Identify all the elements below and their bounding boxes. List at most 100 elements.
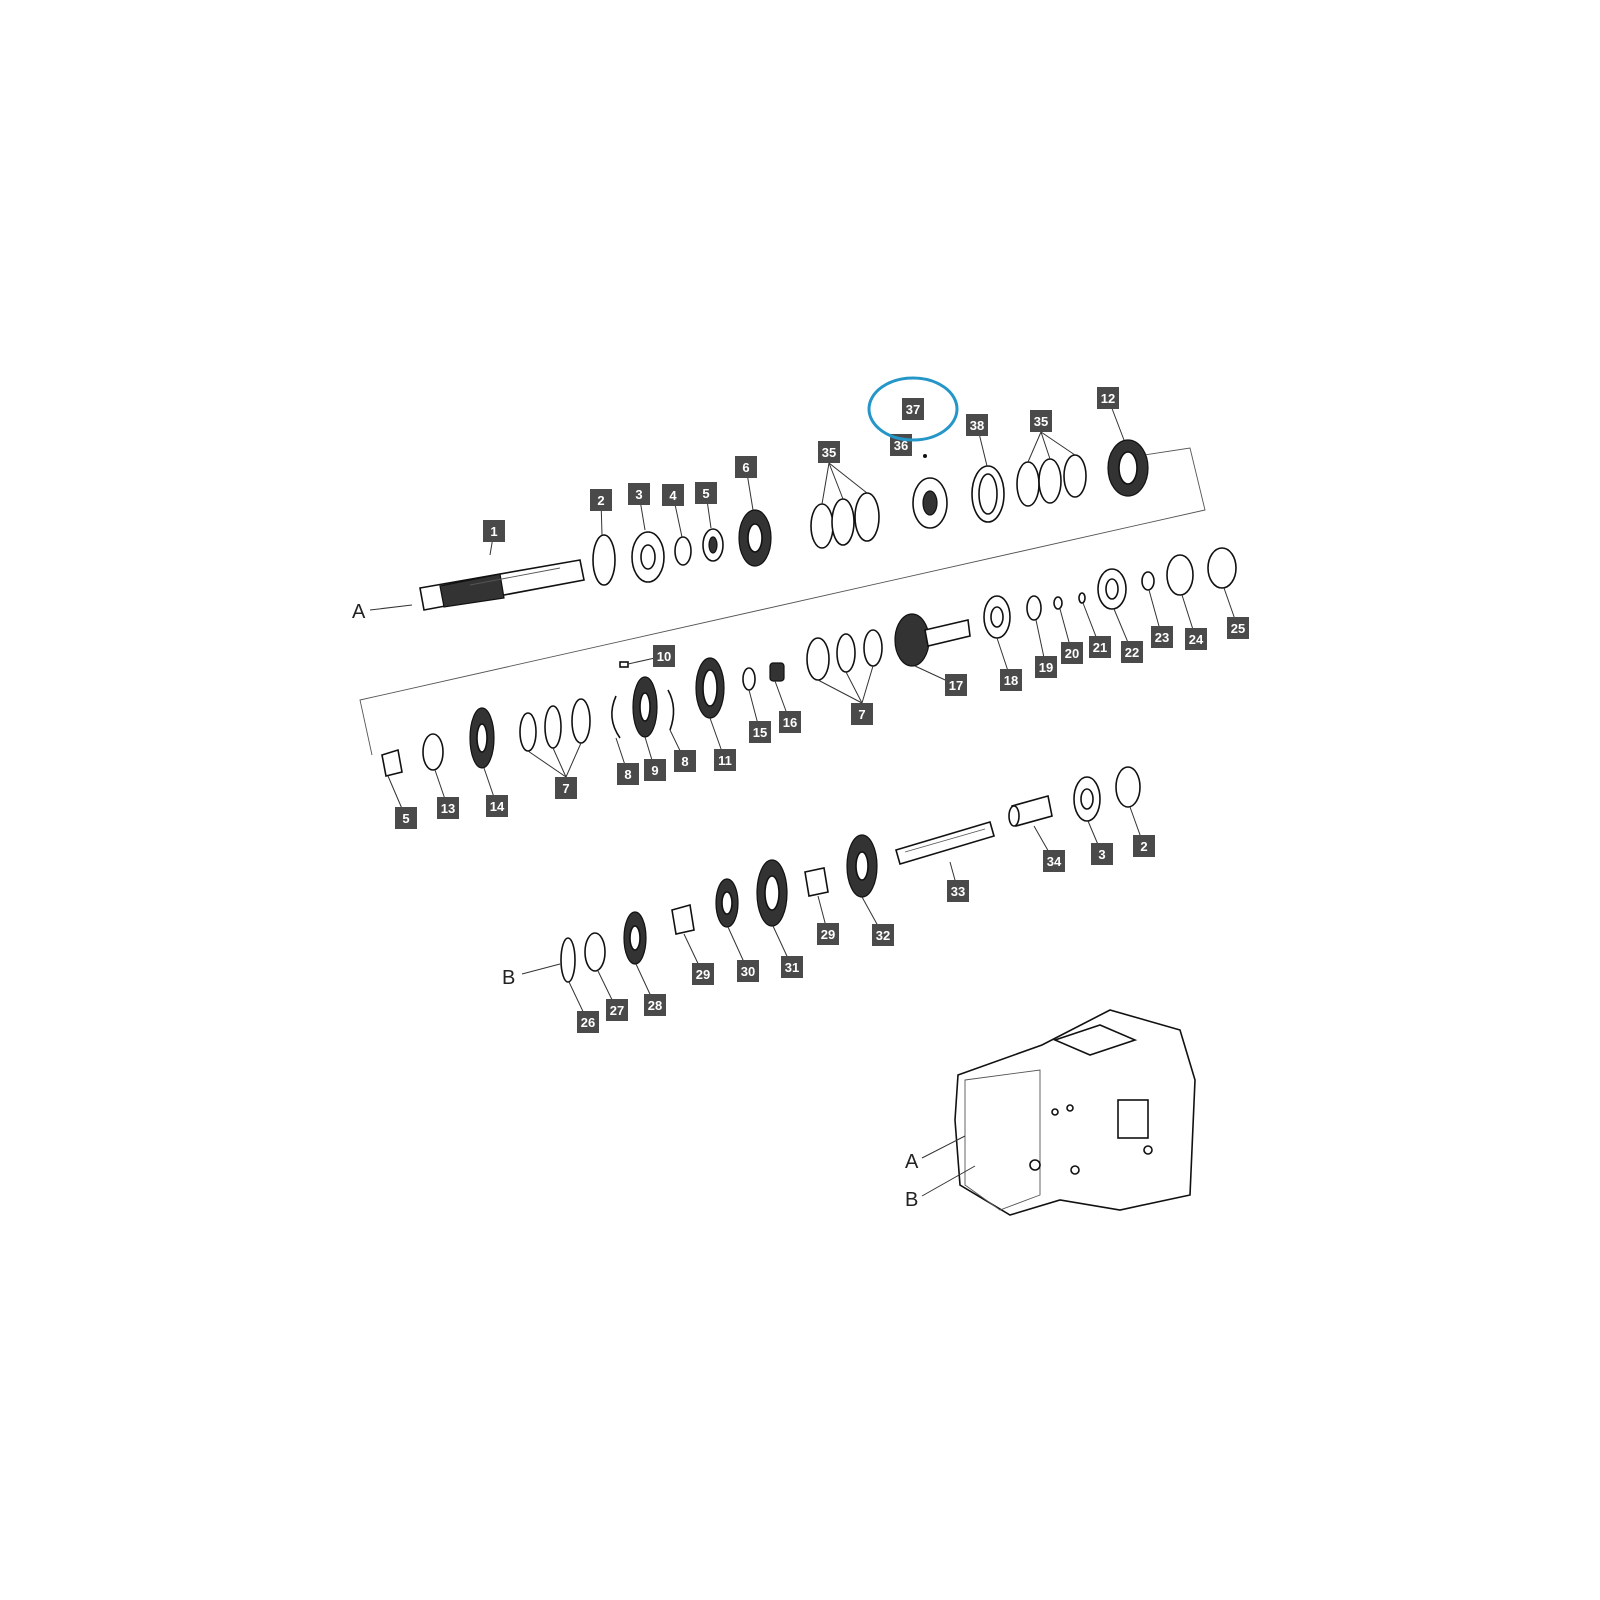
part-ring-26 <box>521 937 576 983</box>
callout-leader <box>828 462 844 500</box>
part-snap-ring-8a <box>611 695 621 739</box>
callout-label: 3 <box>628 483 650 505</box>
callout-label: 27 <box>606 999 628 1021</box>
callout-box <box>902 398 924 420</box>
part-bearing-18 <box>983 595 1011 639</box>
part-gear-31 <box>756 859 788 927</box>
callout-box <box>692 963 714 985</box>
callout-number: 12 <box>1101 391 1115 406</box>
callout-number: 34 <box>1047 854 1062 869</box>
callout-box <box>1030 410 1052 432</box>
callout-box <box>644 759 666 781</box>
part-synchro-rings-2 <box>1016 454 1087 507</box>
ref-letter-a-housing: A <box>905 1151 919 1173</box>
highlight-ring <box>867 376 959 442</box>
gearbox-housing <box>921 1009 1196 1216</box>
callout-label: 32 <box>872 924 894 946</box>
callout-leader <box>1027 431 1042 463</box>
part-snap-ring <box>592 534 616 586</box>
callout-leader <box>1040 431 1051 460</box>
callout-box <box>590 489 612 511</box>
part-gear-32 <box>846 834 878 898</box>
callout-number: 35 <box>1034 414 1048 429</box>
callout-box <box>1000 669 1022 691</box>
callout-number: 35 <box>822 445 836 460</box>
callout-label: 17 <box>945 674 967 696</box>
callout-box <box>749 721 771 743</box>
callout-label: 7 <box>851 703 873 725</box>
callout-number: 1 <box>490 524 497 539</box>
callout-label: 3 <box>1091 843 1113 865</box>
callout-number: 26 <box>581 1015 595 1030</box>
part-needle-16 <box>769 662 785 682</box>
callout-number: 17 <box>949 678 963 693</box>
callout-leader <box>552 747 567 778</box>
callout-label: 26 <box>577 1011 599 1033</box>
callout-leader <box>817 679 863 704</box>
ref-letter-a: A <box>352 601 366 623</box>
callout-box <box>644 994 666 1016</box>
callout-number: 30 <box>741 964 755 979</box>
callout-number: 23 <box>1155 630 1169 645</box>
part-washer-15 <box>742 667 756 691</box>
callout-number: 29 <box>696 967 710 982</box>
callout-box <box>577 1011 599 1033</box>
callout-label: 23 <box>1151 626 1173 648</box>
part-gear-28 <box>623 911 647 965</box>
callout-box <box>781 956 803 978</box>
callout-label: 33 <box>947 880 969 902</box>
callout-box <box>695 482 717 504</box>
callout-label: 35 <box>1030 410 1052 432</box>
callout-box <box>555 777 577 799</box>
callout-number: 4 <box>669 488 677 503</box>
callout-leader <box>527 750 567 778</box>
callout-label: 34 <box>1043 850 1065 872</box>
part-ring-21 <box>1078 592 1086 604</box>
part-large-gear <box>1107 439 1149 497</box>
part-bushing <box>702 528 724 562</box>
callout-box <box>395 807 417 829</box>
callout-box <box>1151 626 1173 648</box>
callout-label: 11 <box>714 749 736 771</box>
callout-number: 6 <box>742 460 749 475</box>
callout-box <box>628 483 650 505</box>
callout-number: 7 <box>858 707 865 722</box>
callout-number: 24 <box>1189 632 1204 647</box>
callout-label: 4 <box>662 484 684 506</box>
callout-label: 15 <box>749 721 771 743</box>
part-spacer-ring <box>674 536 692 566</box>
callout-number: 22 <box>1125 645 1139 660</box>
part-synchro-hub <box>912 454 948 529</box>
callout-number: 3 <box>635 487 642 502</box>
callout-number: 5 <box>402 811 409 826</box>
callout-label: 31 <box>781 956 803 978</box>
callout-number: 10 <box>657 649 671 664</box>
callout-label: 14 <box>486 795 508 817</box>
callout-number: 15 <box>753 725 767 740</box>
callout-box <box>817 923 839 945</box>
callout-box <box>1035 656 1057 678</box>
callout-number: 11 <box>718 753 732 768</box>
callout-box <box>945 674 967 696</box>
callout-box <box>662 484 684 506</box>
callout-box <box>872 924 894 946</box>
part-pin-10 <box>619 661 629 668</box>
part-synchro-rings <box>810 492 880 549</box>
part-shaft-17 <box>894 613 971 667</box>
callout-number: 36 <box>894 438 908 453</box>
callout-label: 5 <box>395 807 417 829</box>
callout-number: 3 <box>1098 847 1105 862</box>
part-ring-20 <box>1053 596 1063 610</box>
callout-label: 10 <box>653 645 675 667</box>
part-ring-19 <box>1026 595 1042 621</box>
callout-number: 31 <box>785 960 799 975</box>
callout-box <box>653 645 675 667</box>
callout-number: 2 <box>597 493 604 508</box>
part-snap-ring-8b <box>667 689 675 731</box>
callout-label: 21 <box>1089 636 1111 658</box>
part-spacer-left <box>381 748 403 777</box>
callout-box <box>851 703 873 725</box>
callout-label: 19 <box>1035 656 1057 678</box>
callout-leader <box>828 462 868 494</box>
callout-number: 18 <box>1004 673 1018 688</box>
